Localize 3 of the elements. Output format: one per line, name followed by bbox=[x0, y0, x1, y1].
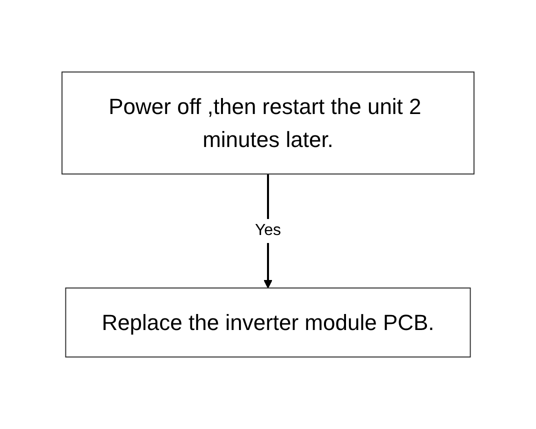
edge-label: Yes bbox=[254, 222, 282, 239]
node-box: Replace the inverter module PCB. bbox=[65, 288, 471, 358]
node-box: Power off ,then restart the unit 2 minutes later. bbox=[62, 72, 474, 174]
